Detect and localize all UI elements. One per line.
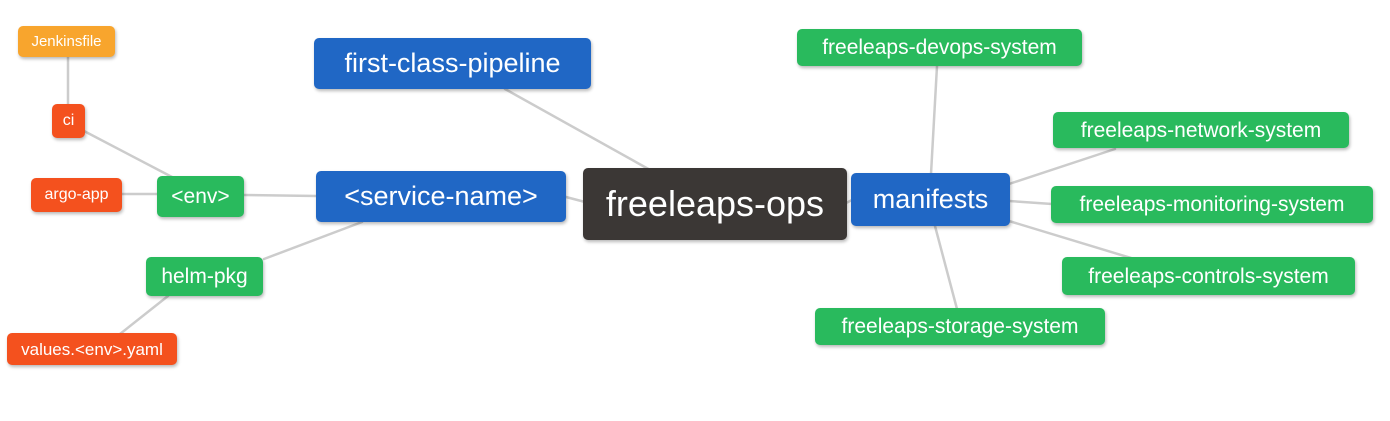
edge-ci-to-env [82,129,174,179]
node-argo-app[interactable]: argo-app [31,178,122,212]
edge-manifests-to-storage-system [933,224,959,311]
node-ci[interactable]: ci [52,104,85,138]
edge-env-to-service-name [242,193,319,198]
node-values-env-yaml[interactable]: values.<env>.yaml [7,333,177,365]
edge-manifests-to-controls-system [1007,219,1133,260]
edge-manifests-to-monitoring-system [1007,199,1054,206]
node-network-system[interactable]: freeleaps-network-system [1053,112,1349,148]
node-env[interactable]: <env> [157,176,244,217]
node-storage-system[interactable]: freeleaps-storage-system [815,308,1105,345]
node-service-name[interactable]: <service-name> [316,171,566,222]
node-controls-system[interactable]: freeleaps-controls-system [1062,257,1355,295]
edge-values-env-yaml-to-helm-pkg [118,294,170,336]
edge-manifests-to-devops-system [929,64,939,176]
edge-manifests-to-network-system [1007,147,1117,186]
edge-first-class-pipeline-to-freeleaps-ops [503,87,654,173]
edge-service-name-to-freeleaps-ops [564,195,587,204]
edge-helm-pkg-to-service-name [262,220,364,261]
node-jenkinsfile[interactable]: Jenkinsfile [18,26,115,57]
node-monitoring-system[interactable]: freeleaps-monitoring-system [1051,186,1373,223]
node-helm-pkg[interactable]: helm-pkg [146,257,263,296]
node-devops-system[interactable]: freeleaps-devops-system [797,29,1082,66]
node-manifests[interactable]: manifests [851,173,1010,226]
node-freeleaps-ops[interactable]: freeleaps-ops [583,168,847,240]
node-first-class-pipeline[interactable]: first-class-pipeline [314,38,591,89]
